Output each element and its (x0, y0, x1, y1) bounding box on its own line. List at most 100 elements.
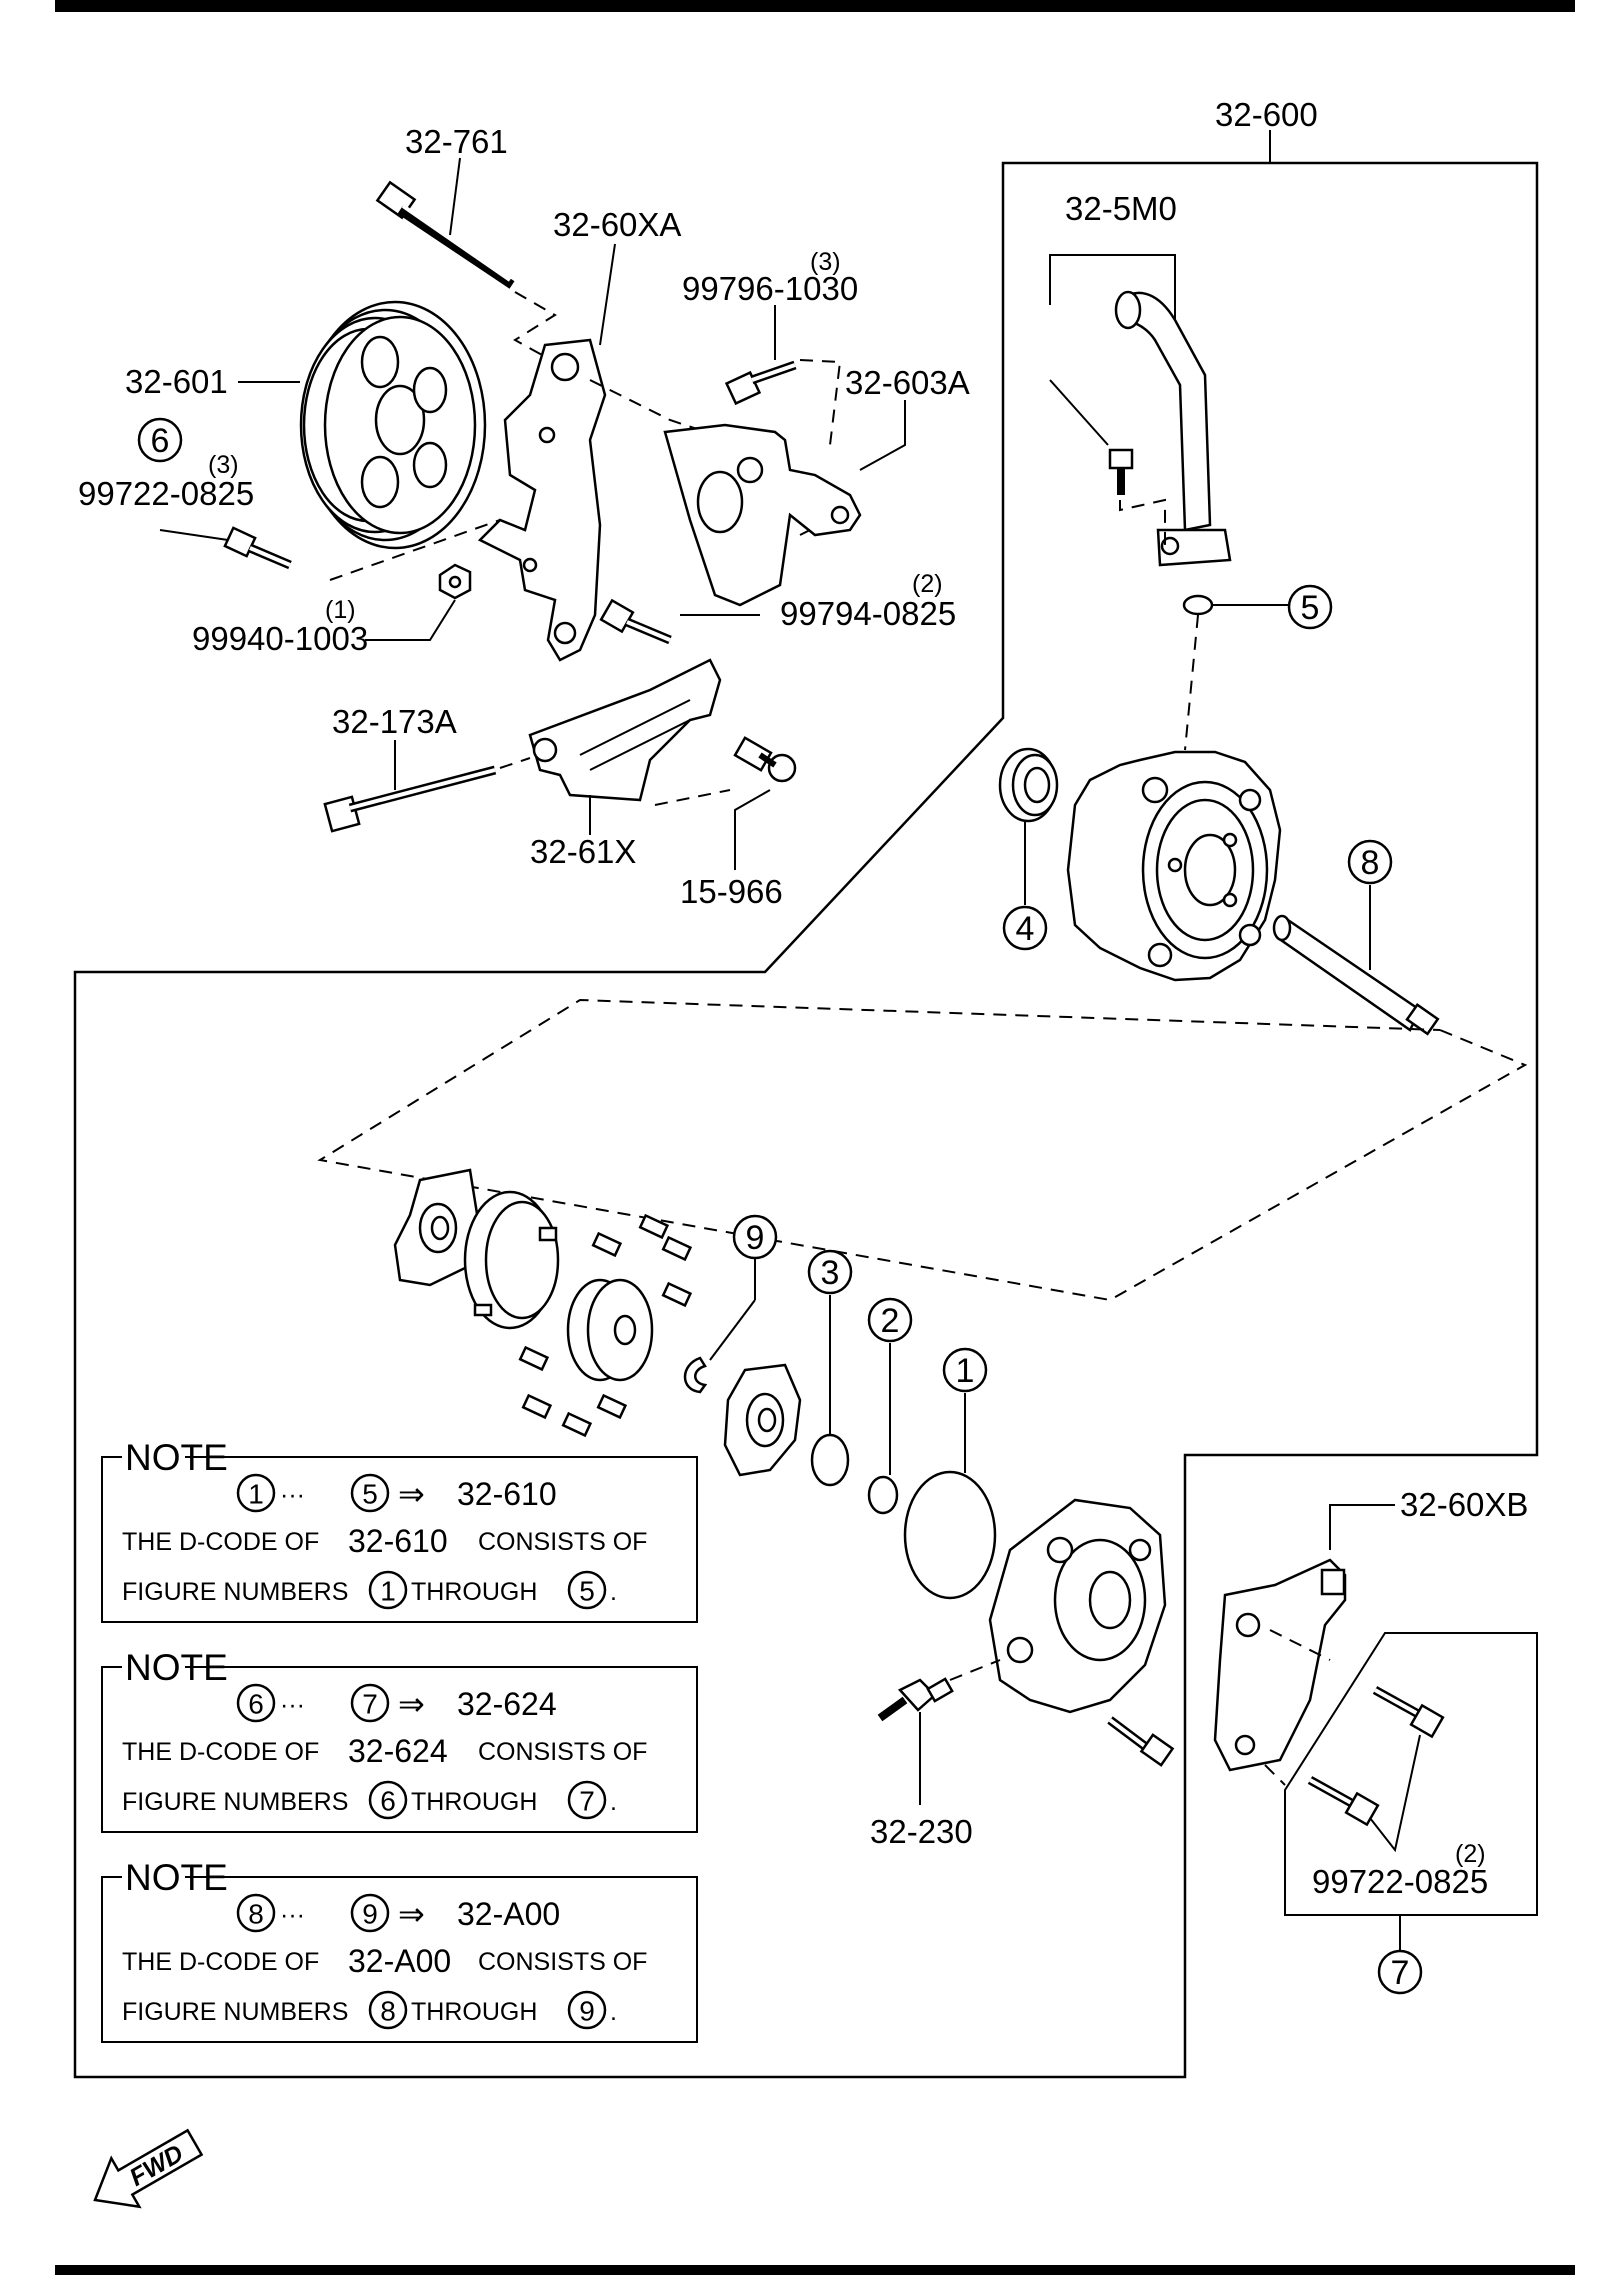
svg-text:.: . (610, 1998, 617, 2026)
pump-housing (1066, 750, 1282, 982)
svg-text:7: 7 (362, 1689, 378, 1720)
adjuster-15-966 (733, 736, 797, 783)
callout-4 (1002, 905, 1048, 951)
svg-text:32-A00: 32-A00 (457, 1896, 560, 1932)
label-bolt-0825b-qty: (2) (912, 570, 943, 598)
label-pipe: 32-5M0 (1065, 190, 1177, 227)
label-bolt-rear: 99722-0825 (1312, 1863, 1488, 1900)
svg-text:THE D-CODE OF: THE D-CODE OF (122, 1738, 319, 1766)
label-bolt-1030: 99796-1030 (682, 270, 858, 307)
svg-text:1: 1 (380, 1576, 396, 1607)
switch-32-230 (877, 1677, 954, 1722)
label-nut: 99940-1003 (192, 620, 368, 657)
svg-text:3: 3 (821, 1254, 840, 1292)
fwd-arrow-icon: FWD (93, 2128, 204, 2209)
bracket-32-61x (528, 658, 722, 802)
snap-ring-9 (683, 1356, 708, 1394)
bolt-99794-0825 (599, 598, 672, 645)
svg-text:8: 8 (380, 1996, 396, 2027)
svg-text:THE D-CODE OF: THE D-CODE OF (122, 1948, 319, 1976)
rotor (566, 1278, 654, 1382)
label-bolt-0825-qty: (3) (208, 451, 239, 479)
svg-text:THE D-CODE OF: THE D-CODE OF (122, 1528, 319, 1556)
svg-text:9: 9 (746, 1219, 765, 1257)
svg-text:···: ··· (280, 1691, 305, 1719)
svg-text:FIGURE NUMBERS: FIGURE NUMBERS (122, 1788, 348, 1816)
bolt-99722-0825 (223, 526, 292, 570)
o-ring-5 (1182, 594, 1214, 616)
label-bracket-603a: 32-603A (845, 364, 970, 401)
svg-text:7: 7 (1391, 1954, 1410, 1992)
label-bracket-61x: 32-61X (530, 833, 636, 870)
callout-8 (1347, 839, 1393, 885)
callout-7 (1377, 1949, 1423, 1995)
o-ring-3 (810, 1433, 850, 1487)
nut-99940-1003 (438, 563, 472, 600)
note-1: NOTE 1 ··· 5 ⇒ 32-610 THE D-CODE OF 32-6… (101, 1437, 698, 1623)
svg-text:THROUGH: THROUGH (411, 1578, 537, 1606)
label-bolt-1030-qty: (3) (810, 248, 841, 276)
svg-text:6: 6 (248, 1689, 264, 1720)
bracket-32-603a (663, 423, 862, 607)
svg-text:FIGURE NUMBERS: FIGURE NUMBERS (122, 1578, 348, 1606)
bracket-32-60xb (1213, 1558, 1347, 1772)
svg-text:6: 6 (380, 1786, 396, 1817)
svg-text:CONSISTS OF: CONSISTS OF (478, 1738, 647, 1766)
label-bolt-rear-qty: (2) (1455, 1840, 1486, 1868)
note-2: NOTE 6 ··· 7 ⇒ 32-624 THE D-CODE OF 32-6… (101, 1647, 698, 1833)
label-switch: 32-230 (870, 1813, 973, 1850)
vanes (518, 1213, 693, 1438)
bolt-rear-1 (1372, 1686, 1445, 1739)
svg-text:1: 1 (248, 1479, 264, 1510)
label-pulley: 32-601 (125, 363, 228, 400)
label-nut-qty: (1) (325, 596, 356, 624)
svg-text:5: 5 (1301, 589, 1320, 627)
svg-text:···: ··· (280, 1901, 305, 1929)
svg-text:THROUGH: THROUGH (411, 1788, 537, 1816)
callout-3 (807, 1249, 853, 1295)
svg-text:···: ··· (280, 1481, 305, 1509)
assembly-outline (73, 161, 1539, 2079)
callout-1 (942, 1347, 988, 1393)
note-3: NOTE 8 ··· 9 ⇒ 32-A00 THE D-CODE OF 32-A… (101, 1857, 698, 2043)
svg-text:⇒: ⇒ (398, 1896, 425, 1932)
label-assy: 32-600 (1215, 96, 1318, 133)
svg-text:.: . (610, 1788, 617, 1816)
pulley-32-601 (299, 300, 487, 550)
svg-text:THROUGH: THROUGH (411, 1998, 537, 2026)
shaft-8 (1272, 914, 1440, 1036)
bearing-4 (998, 747, 1059, 823)
label-bolt-761: 32-761 (405, 123, 508, 160)
bottom-rule (55, 2265, 1575, 2275)
svg-text:5: 5 (579, 1576, 595, 1607)
svg-text:⇒: ⇒ (398, 1476, 425, 1512)
svg-text:1: 1 (956, 1352, 975, 1390)
svg-text:2: 2 (881, 1302, 900, 1340)
svg-text:⇒: ⇒ (398, 1686, 425, 1722)
label-bolt-0825b: 99794-0825 (780, 595, 956, 632)
label-bolt-0825: 99722-0825 (78, 475, 254, 512)
callout-2 (867, 1297, 913, 1343)
svg-text:7: 7 (579, 1786, 595, 1817)
svg-text:5: 5 (362, 1479, 378, 1510)
pressure-plate (723, 1363, 802, 1477)
bolt-32-761 (375, 180, 515, 289)
svg-text:8: 8 (1361, 844, 1380, 882)
cam-ring (463, 1190, 560, 1330)
bolt-rear-2 (1307, 1776, 1380, 1827)
svg-text:32-624: 32-624 (457, 1686, 557, 1722)
svg-text:9: 9 (579, 1996, 595, 2027)
svg-text:CONSISTS OF: CONSISTS OF (478, 1948, 647, 1976)
svg-text:6: 6 (151, 422, 170, 460)
bolt-99796-1030 (724, 360, 797, 406)
label-adjuster: 15-966 (680, 873, 783, 910)
svg-text:4: 4 (1016, 910, 1035, 948)
bracket-32-60xa (477, 338, 607, 662)
rear-cover-bolt (1107, 1716, 1175, 1767)
svg-text:9: 9 (362, 1899, 378, 1930)
svg-text:NOTE: NOTE (125, 1437, 228, 1478)
o-ring-1 (903, 1470, 997, 1600)
svg-text:32-610: 32-610 (348, 1523, 448, 1559)
svg-text:32-624: 32-624 (348, 1733, 448, 1769)
exploded-region (317, 998, 1528, 1302)
